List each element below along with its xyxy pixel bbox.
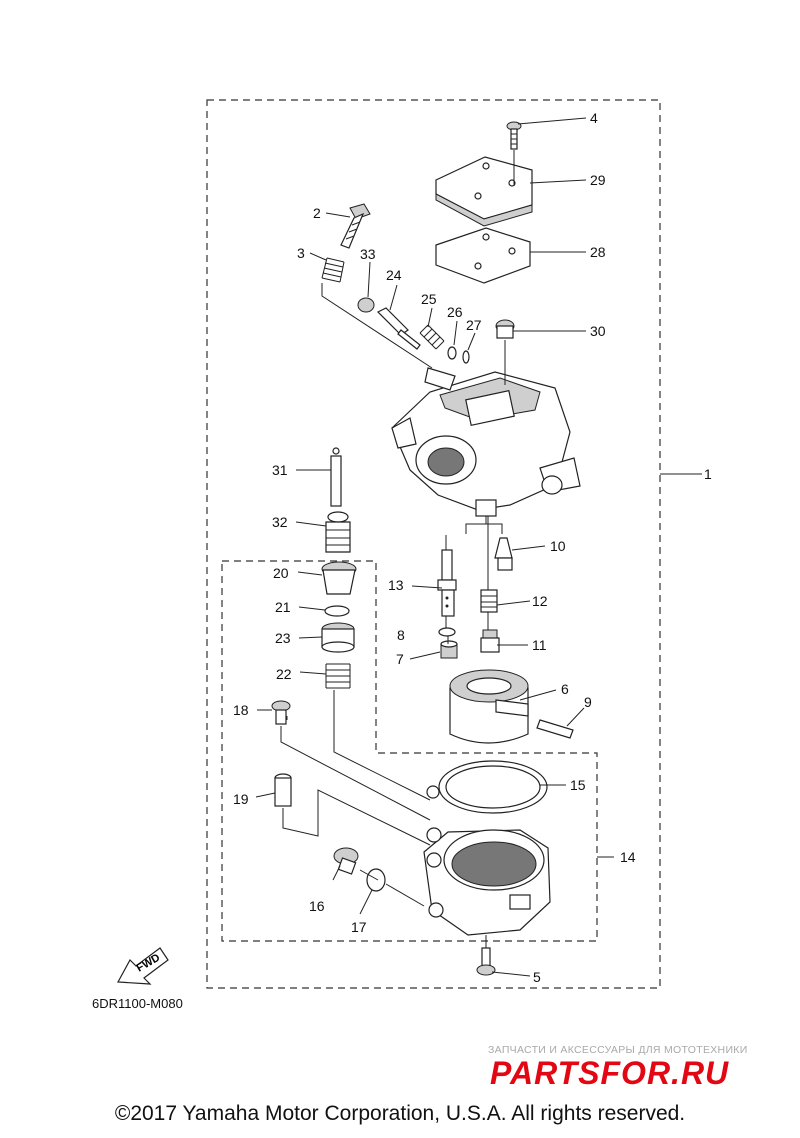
- callout-6: 6: [561, 681, 569, 697]
- leader-lines: [255, 117, 702, 977]
- callout-29: 29: [590, 172, 606, 188]
- part-pilot-jet: [480, 589, 498, 613]
- part-washer-26: [447, 346, 457, 360]
- part-pump-rod: [330, 447, 342, 507]
- callout-14: 14: [620, 849, 636, 865]
- callout-8: 8: [397, 627, 405, 643]
- part-screw-throttle: [340, 203, 371, 249]
- part-needle-valve: [494, 537, 513, 571]
- part-float: [449, 669, 529, 744]
- watermark-logo-suffix: FOR.RU: [601, 1055, 730, 1091]
- watermark-logo-prefix: PARTS: [490, 1055, 601, 1091]
- part-screw-18: [271, 700, 291, 725]
- part-washer-17: [366, 868, 386, 892]
- part-main-nozzle: [437, 549, 457, 617]
- part-spring-throttle: [321, 257, 345, 283]
- part-spring-pilot: [419, 324, 445, 350]
- callout-32: 32: [272, 514, 288, 530]
- callout-15: 15: [570, 777, 586, 793]
- part-cover: [435, 156, 533, 227]
- callout-25: 25: [421, 291, 437, 307]
- callouts: 1 2 3 4 5 6 7 8 9 10 11 12 13 14 15 16 1…: [233, 110, 712, 985]
- part-screw-top: [506, 121, 522, 150]
- part-pump-piston: [321, 622, 355, 653]
- part-pump-plug: [321, 561, 357, 595]
- part-gasket: [435, 227, 531, 284]
- part-collar: [274, 773, 292, 807]
- callout-28: 28: [590, 244, 606, 260]
- part-washer-7: [440, 640, 458, 659]
- callout-3: 3: [297, 245, 305, 261]
- callout-33: 33: [360, 246, 376, 262]
- callout-21: 21: [275, 599, 291, 615]
- callout-11: 11: [532, 637, 547, 653]
- part-main-jet: [480, 629, 500, 653]
- part-pilot-screw: [376, 307, 421, 350]
- fwd-arrow-icon: FWD: [117, 947, 169, 985]
- copyright-notice: ©2017 Yamaha Motor Corporation, U.S.A. A…: [114, 1102, 686, 1125]
- callout-26: 26: [447, 304, 463, 320]
- callout-24: 24: [386, 267, 402, 283]
- part-oring-21: [324, 605, 350, 617]
- part-pump-boot: [325, 511, 351, 553]
- callout-12: 12: [532, 593, 548, 609]
- watermark-tagline: ЗАПЧАСТИ И АКСЕССУАРЫ ДЛЯ МОТОТЕХНИКИ: [488, 1044, 748, 1056]
- svg-text:PARTSFOR.RU: PARTSFOR.RU: [490, 1055, 729, 1091]
- part-pump-spring: [325, 663, 351, 689]
- part-screw-drain: [476, 947, 496, 976]
- watermark-logo: PARTSFOR.RU: [490, 1055, 729, 1091]
- callout-1: 1: [704, 466, 712, 482]
- callout-10: 10: [550, 538, 566, 554]
- part-float-chamber-gasket: [426, 760, 548, 814]
- assembly-path-line: [321, 283, 433, 369]
- callout-5: 5: [533, 969, 541, 985]
- callout-20: 20: [273, 565, 289, 581]
- part-oring-27: [462, 350, 470, 364]
- part-float-chamber: [423, 827, 551, 936]
- callout-23: 23: [275, 630, 291, 646]
- part-carburetor-body: [391, 367, 581, 534]
- callout-18: 18: [233, 702, 249, 718]
- subassembly-boundary-box: [221, 560, 598, 942]
- callout-17: 17: [351, 919, 367, 935]
- part-bolt-16: [333, 847, 359, 875]
- part-float-pin: [536, 719, 574, 739]
- callout-22: 22: [276, 666, 292, 682]
- callout-16: 16: [309, 898, 325, 914]
- callout-7: 7: [396, 651, 404, 667]
- callout-27: 27: [466, 317, 482, 333]
- callout-31: 31: [272, 462, 288, 478]
- part-cap: [495, 319, 515, 339]
- assembly-boundary-box: [206, 99, 661, 989]
- diagram-code: 6DR1100-M080: [92, 996, 183, 1011]
- callout-9: 9: [584, 694, 592, 710]
- callout-30: 30: [590, 323, 606, 339]
- callout-4: 4: [590, 110, 598, 126]
- callout-13: 13: [388, 577, 404, 593]
- part-plug: [357, 297, 375, 313]
- callout-2: 2: [313, 205, 321, 221]
- callout-19: 19: [233, 791, 249, 807]
- part-oring-8: [438, 627, 456, 637]
